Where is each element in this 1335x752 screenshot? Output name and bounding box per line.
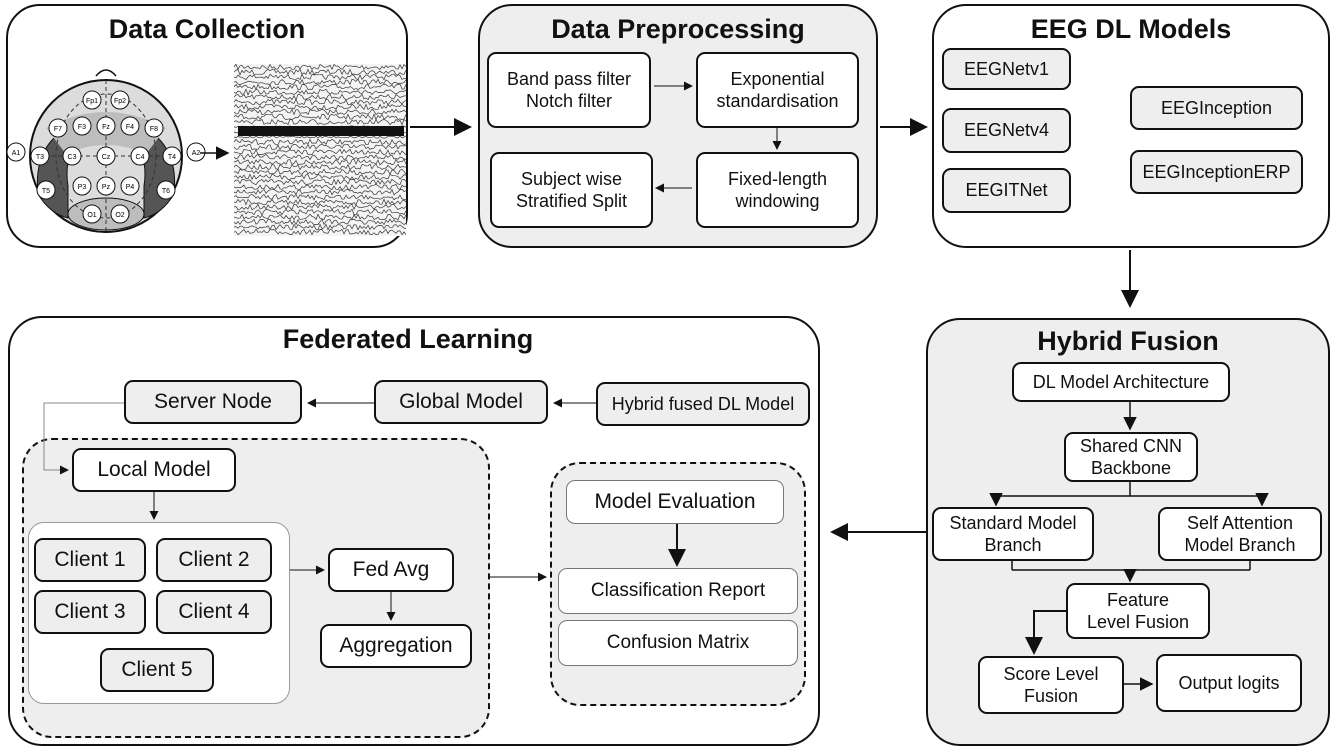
attention-branch-box: Self Attention Model Branch <box>1158 507 1322 561</box>
svg-text:C4: C4 <box>136 154 145 161</box>
electrode-c4: C4 <box>130 146 150 166</box>
model-eeginceptionerp: EEGInceptionERP <box>1130 150 1303 194</box>
svg-text:F3: F3 <box>78 124 86 131</box>
shared-cnn-box: Shared CNN Backbone <box>1064 432 1198 482</box>
client-2-box: Client 2 <box>156 538 272 582</box>
windowing-box: Fixed-length windowing <box>696 152 859 228</box>
electrode-f3: F3 <box>72 116 92 136</box>
fed-avg-box: Fed Avg <box>328 548 454 592</box>
svg-text:T6: T6 <box>162 188 170 195</box>
svg-text:Pz: Pz <box>102 184 111 191</box>
svg-text:Fp1: Fp1 <box>86 98 98 105</box>
filter-box: Band pass filter Notch filter <box>487 52 651 128</box>
electrode-f7: F7 <box>48 118 68 138</box>
electrode-t5: T5 <box>36 180 56 200</box>
feature-fusion-box: Feature Level Fusion <box>1066 583 1210 639</box>
electrode-fz: Fz <box>96 116 116 136</box>
electrode-c3: C3 <box>62 146 82 166</box>
standard-branch-box: Standard Model Branch <box>932 507 1094 561</box>
electrode-o1: O1 <box>82 204 102 224</box>
electrode-cz: Cz <box>96 146 116 166</box>
electrode-a1: A1 <box>6 142 26 162</box>
panel-title-eeg-dl-models: EEG DL Models <box>1030 14 1232 44</box>
classification-report-box: Classification Report <box>558 568 798 614</box>
dl-architecture-box: DL Model Architecture <box>1012 362 1230 402</box>
svg-text:F7: F7 <box>54 126 62 133</box>
electrode-a2: A2 <box>186 142 206 162</box>
panel-title-hybrid-fusion: Hybrid Fusion <box>1037 326 1219 356</box>
client-3-box: Client 3 <box>34 590 146 634</box>
model-evaluation-box: Model Evaluation <box>566 480 784 524</box>
svg-text:A2: A2 <box>192 150 201 157</box>
client-5-box: Client 5 <box>100 648 214 692</box>
panel-title-data-collection: Data Collection <box>108 14 306 44</box>
svg-text:T5: T5 <box>42 188 50 195</box>
panel-data-collection: Data Collection <box>6 4 408 248</box>
panel-title-data-preprocessing: Data Preprocessing <box>551 14 805 44</box>
electrode-f4: F4 <box>120 116 140 136</box>
electrode-t3: T3 <box>30 146 50 166</box>
output-logits-box: Output logits <box>1156 654 1302 712</box>
score-fusion-box: Score Level Fusion <box>978 656 1124 714</box>
hybrid-model-box: Hybrid fused DL Model <box>596 382 810 426</box>
svg-text:P4: P4 <box>126 184 135 191</box>
split-box: Subject wise Stratified Split <box>490 152 653 228</box>
standardisation-box: Exponential standardisation <box>696 52 859 128</box>
client-1-box: Client 1 <box>34 538 146 582</box>
model-eegnetv1: EEGNetv1 <box>942 48 1071 90</box>
electrode-f8: F8 <box>144 118 164 138</box>
aggregation-box: Aggregation <box>320 624 472 668</box>
electrode-pz: Pz <box>96 176 116 196</box>
electrode-t6: T6 <box>156 180 176 200</box>
electrode-fp2: Fp2 <box>110 90 130 110</box>
svg-text:Cz: Cz <box>102 154 111 161</box>
svg-text:Fz: Fz <box>102 124 110 131</box>
svg-text:C3: C3 <box>68 154 77 161</box>
client-4-box: Client 4 <box>156 590 272 634</box>
server-node-box: Server Node <box>124 380 302 424</box>
electrode-fp1: Fp1 <box>82 90 102 110</box>
confusion-matrix-box: Confusion Matrix <box>558 620 798 666</box>
electrode-p3: P3 <box>72 176 92 196</box>
svg-text:O1: O1 <box>87 212 96 219</box>
svg-text:F4: F4 <box>126 124 134 131</box>
eeg-signal-plot <box>234 64 406 236</box>
model-eeginception: EEGInception <box>1130 86 1303 130</box>
panel-federated-learning: Federated Learning <box>8 316 820 746</box>
electrode-p4: P4 <box>120 176 140 196</box>
svg-text:A1: A1 <box>12 150 21 157</box>
local-model-box: Local Model <box>72 448 236 492</box>
model-eegitnet: EEGITNet <box>942 168 1071 213</box>
svg-text:P3: P3 <box>78 184 87 191</box>
svg-text:O2: O2 <box>115 212 124 219</box>
electrode-t4: T4 <box>162 146 182 166</box>
svg-text:T3: T3 <box>36 154 44 161</box>
global-model-box: Global Model <box>374 380 548 424</box>
svg-text:F8: F8 <box>150 126 158 133</box>
model-eegnetv4: EEGNetv4 <box>942 108 1071 153</box>
electrode-o2: O2 <box>110 204 130 224</box>
svg-text:Fp2: Fp2 <box>114 98 126 105</box>
panel-title-federated-learning: Federated Learning <box>282 324 534 354</box>
panel-eeg-dl-models: EEG DL Models <box>932 4 1330 248</box>
svg-text:T4: T4 <box>168 154 176 161</box>
